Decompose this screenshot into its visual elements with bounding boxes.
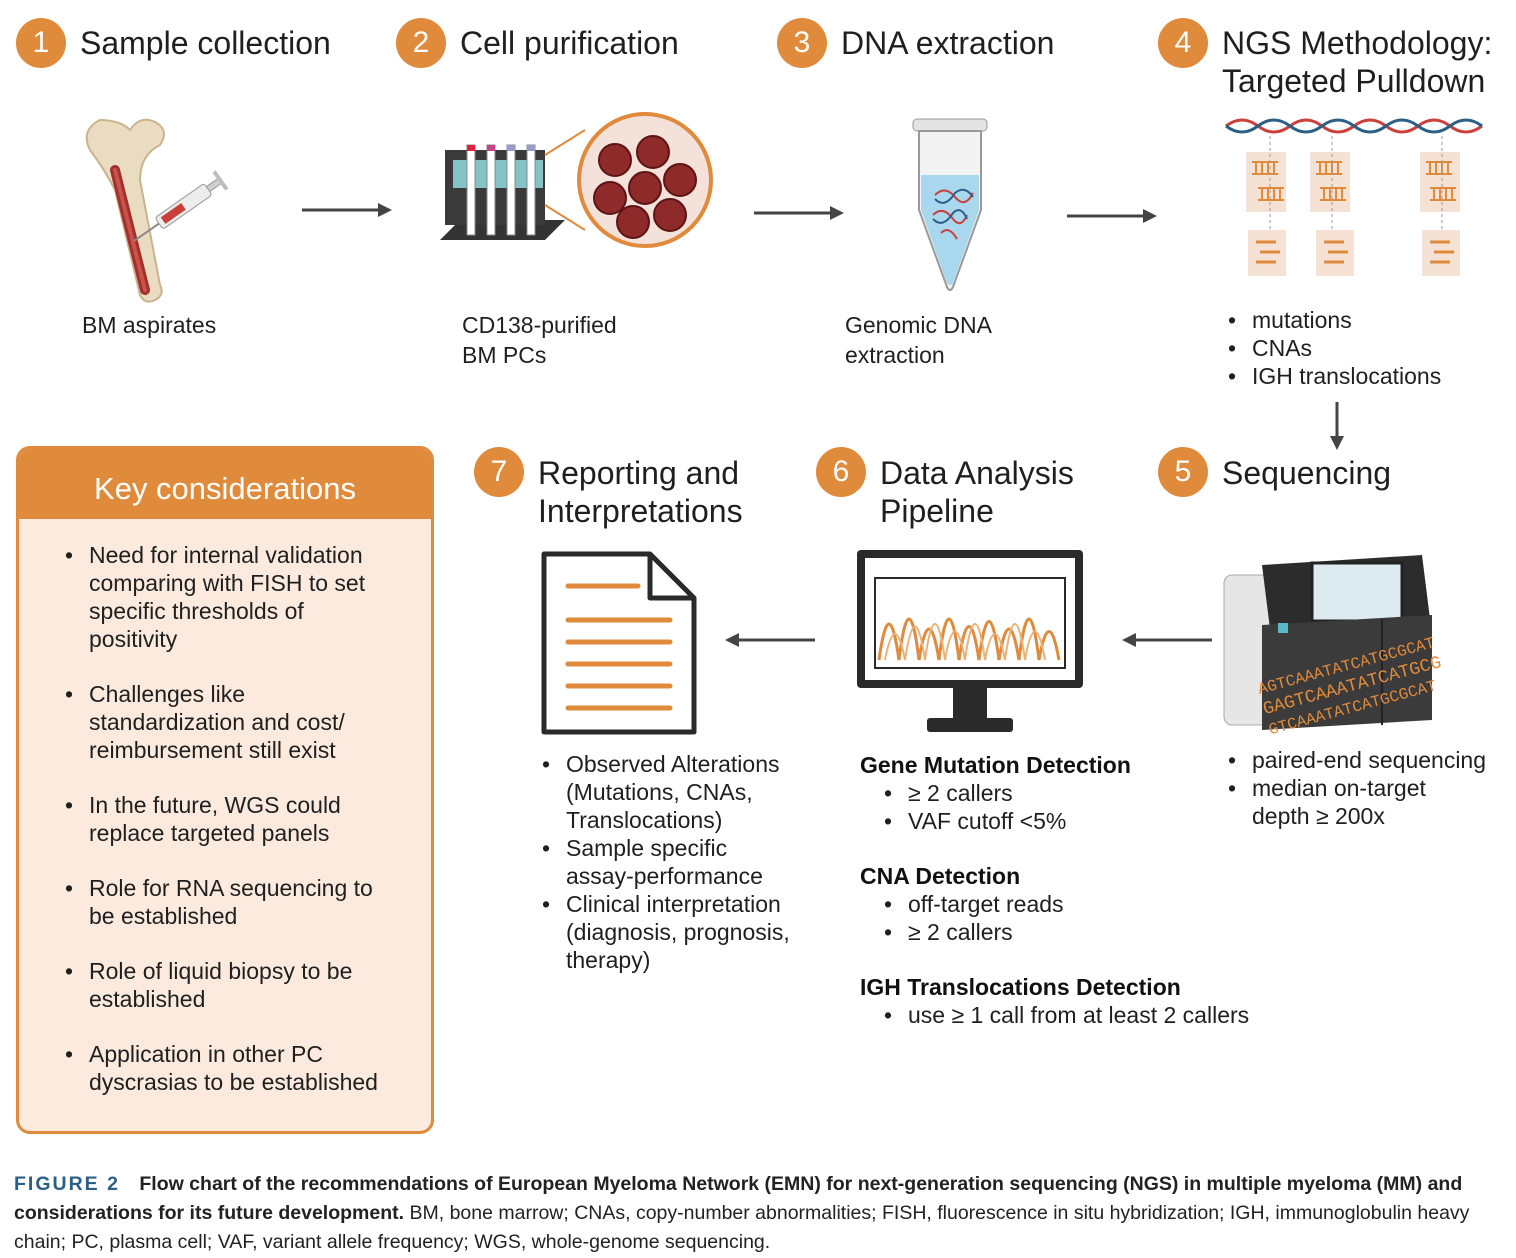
list-item: VAF cutoff <5% <box>880 807 1066 835</box>
arrow-5-to-6 <box>1122 633 1212 647</box>
report-document-icon <box>541 551 697 735</box>
bone-syringe-illustration <box>85 118 229 303</box>
dna-tube-illustration <box>912 118 988 291</box>
gene-mutation-bullets: ≥ 2 callers VAF cutoff <5% <box>880 779 1066 835</box>
step-3-number: 3 <box>777 18 827 68</box>
list-item: Observed Alterations (Mutations, CNAs, T… <box>538 750 790 834</box>
list-item: ≥ 2 callers <box>880 779 1066 807</box>
targeted-pulldown-illustration <box>1225 118 1483 276</box>
step-4-title: NGS Methodology: Targeted Pulldown <box>1222 25 1493 99</box>
list-item: Role for RNA sequencing to be establishe… <box>61 874 431 930</box>
igh-bullets: use ≥ 1 call from at least 2 callers <box>880 1001 1249 1029</box>
caption-abbreviations: BM, bone marrow; CNAs, copy-number abnor… <box>14 1202 1470 1253</box>
step-1-number: 1 <box>16 18 66 68</box>
step-3-title: DNA extraction <box>841 25 1055 61</box>
arrow-3-to-4 <box>1067 209 1157 223</box>
list-item: paired-end sequencing <box>1224 746 1486 774</box>
arrow-6-to-7 <box>725 633 815 647</box>
list-item: IGH translocations <box>1224 362 1441 390</box>
step-2-caption: CD138-purified BM PCs <box>462 312 617 368</box>
key-considerations-title: Key considerations <box>19 449 431 519</box>
step-6-number: 6 <box>816 447 866 497</box>
list-item: use ≥ 1 call from at least 2 callers <box>880 1001 1249 1029</box>
step-4-number: 4 <box>1158 18 1208 68</box>
step-5-bullets: paired-end sequencing median on-target d… <box>1224 746 1486 830</box>
step-2-title: Cell purification <box>460 25 679 61</box>
tube-rack-cells-illustration <box>440 112 713 248</box>
list-item: off-target reads <box>880 890 1064 918</box>
monitor-chromatogram-illustration <box>857 550 1083 732</box>
step-1-caption: BM aspirates <box>82 312 217 338</box>
arrow-1-to-2 <box>302 203 392 217</box>
step-7-number: 7 <box>474 447 524 497</box>
step-6-title: Data Analysis Pipeline <box>880 455 1074 529</box>
caption-title: Flow chart of the recommendations of Eur… <box>14 1173 1463 1224</box>
list-item: mutations <box>1224 306 1441 334</box>
list-item: Need for internal validation comparing w… <box>61 541 431 653</box>
figure-caption: FIGURE 2 Flow chart of the recommendatio… <box>14 1170 1504 1257</box>
step-7-title: Reporting and Interpretations <box>538 455 743 529</box>
step-1-title: Sample collection <box>80 25 331 61</box>
step-3-caption: Genomic DNA extraction <box>845 312 992 368</box>
arrow-4-to-5 <box>1330 402 1344 450</box>
list-item: Sample specific assay-performance <box>538 834 790 890</box>
list-item: Challenges like standardization and cost… <box>61 680 431 764</box>
list-item: Clinical interpretation (diagnosis, prog… <box>538 890 790 974</box>
step-7-bullets: Observed Alterations (Mutations, CNAs, T… <box>538 750 790 974</box>
list-item: In the future, WGS could replace targete… <box>61 791 431 847</box>
step-4-bullets: mutations CNAs IGH translocations <box>1224 306 1441 390</box>
list-item: CNAs <box>1224 334 1441 362</box>
key-considerations-list: Need for internal validation comparing w… <box>61 541 431 1096</box>
list-item: Application in other PC dyscrasias to be… <box>61 1040 431 1096</box>
step-5-number: 5 <box>1158 447 1208 497</box>
arrow-2-to-3 <box>754 206 844 220</box>
cna-heading: CNA Detection <box>860 863 1021 889</box>
sequencer-illustration <box>1223 555 1432 730</box>
list-item: ≥ 2 callers <box>880 918 1064 946</box>
list-item: median on-target depth ≥ 200x <box>1224 774 1486 830</box>
step-2-number: 2 <box>396 18 446 68</box>
figure-label: FIGURE 2 <box>14 1173 120 1195</box>
key-considerations-box: Key considerations Need for internal val… <box>16 446 434 1134</box>
list-item: Role of liquid biopsy to be established <box>61 957 431 1013</box>
cna-bullets: off-target reads ≥ 2 callers <box>880 890 1064 946</box>
gene-mutation-heading: Gene Mutation Detection <box>860 752 1131 778</box>
step-5-title: Sequencing <box>1222 455 1392 491</box>
igh-heading: IGH Translocations Detection <box>860 974 1181 1000</box>
